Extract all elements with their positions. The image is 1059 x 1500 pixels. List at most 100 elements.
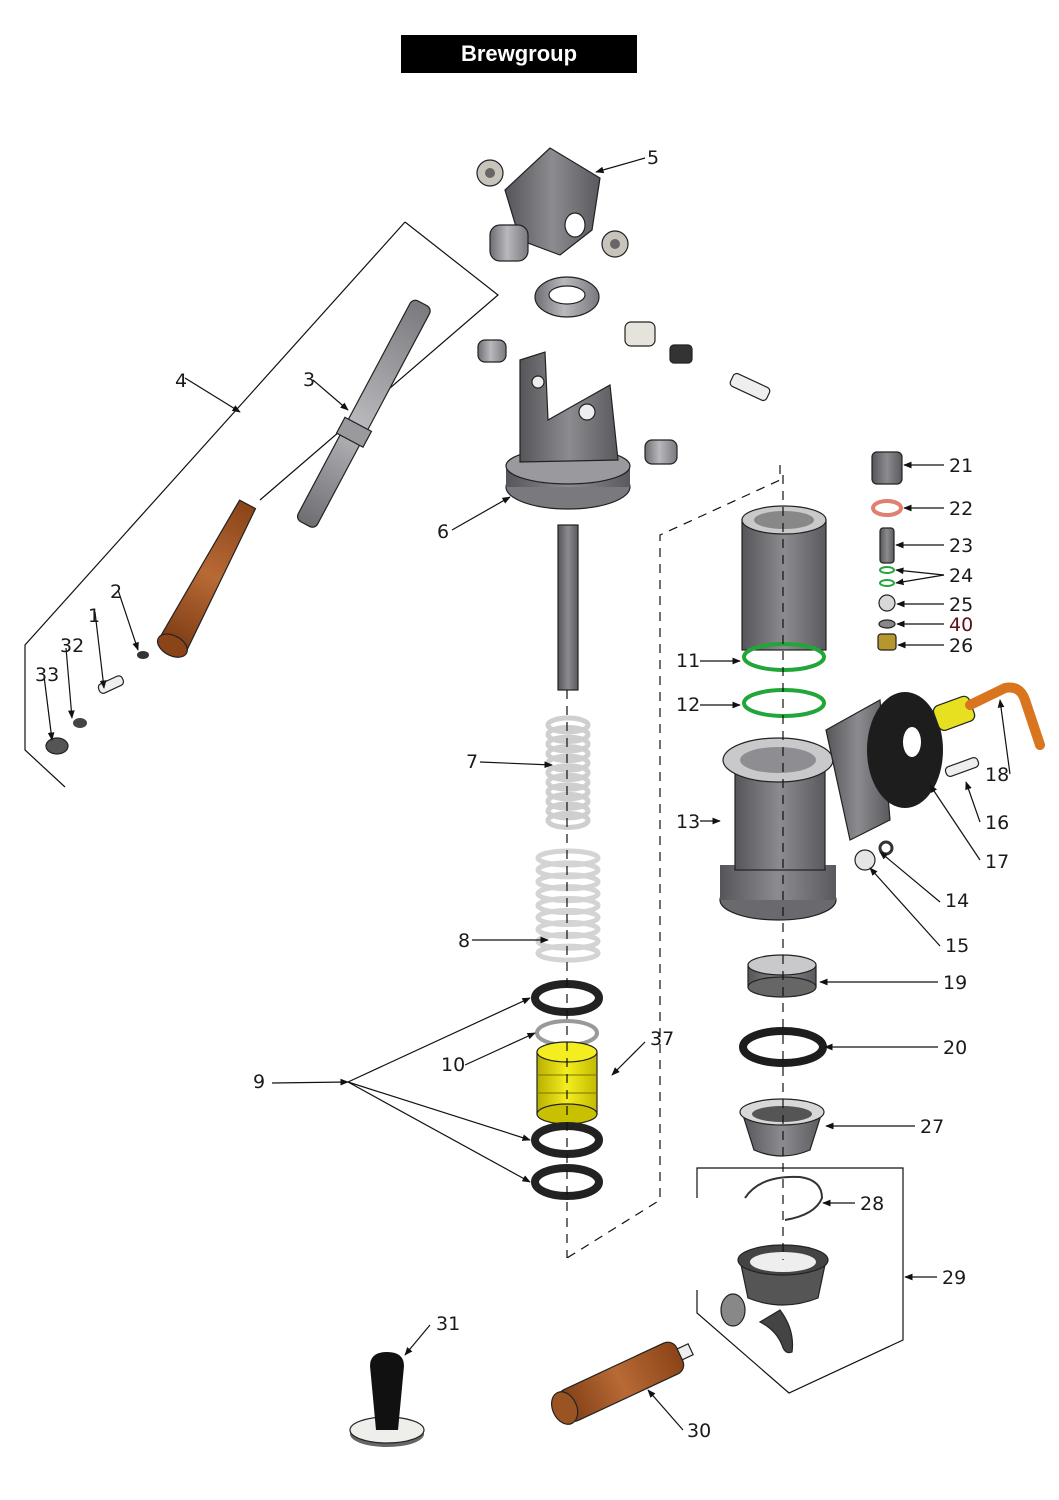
callout-7: 7 xyxy=(466,751,478,773)
leader-line xyxy=(347,1081,531,1183)
callout-10: 10 xyxy=(441,1054,465,1076)
end-cap-33 xyxy=(45,737,69,755)
valve-o-ring-2 xyxy=(879,579,895,587)
lever-handle xyxy=(156,499,257,658)
bolt-right xyxy=(644,439,678,465)
callout-37: 37 xyxy=(650,1028,674,1050)
leader-lines xyxy=(43,157,1011,1431)
spring-coil xyxy=(545,734,591,754)
valve-stem xyxy=(879,527,895,564)
callout-24: 24 xyxy=(949,565,973,587)
leader-line xyxy=(464,1032,536,1066)
group-cap xyxy=(505,351,631,510)
leader-line xyxy=(647,1389,684,1431)
shower-screen xyxy=(747,954,817,998)
spring-clip xyxy=(744,1175,824,1221)
valve-seat xyxy=(877,633,897,651)
callout-40: 40 xyxy=(949,614,973,636)
valve-ball xyxy=(878,594,896,612)
spring-coil xyxy=(545,810,591,830)
portafilter-handle xyxy=(551,1341,694,1425)
leader-line xyxy=(965,781,981,823)
callout-labels: 1 2 3 4 5 6 7 8 9 10 11 12 13 14 15 16 1… xyxy=(35,147,1009,1442)
callout-17: 17 xyxy=(985,851,1009,873)
callout-4: 4 xyxy=(175,370,187,392)
callout-33: 33 xyxy=(35,664,59,686)
leader-line xyxy=(997,699,1011,775)
callout-8: 8 xyxy=(458,930,470,952)
callout-29: 29 xyxy=(942,1267,966,1289)
leader-line xyxy=(895,574,945,586)
leader-line xyxy=(43,675,55,741)
filter-basket xyxy=(739,1098,825,1157)
spring-coil xyxy=(545,772,591,792)
callout-32: 32 xyxy=(60,635,84,657)
pivot-block xyxy=(476,147,629,262)
callout-31: 31 xyxy=(436,1313,460,1335)
callout-5: 5 xyxy=(647,147,659,169)
callout-30: 30 xyxy=(687,1420,711,1442)
callout-9: 9 xyxy=(253,1071,265,1093)
callout-27: 27 xyxy=(920,1116,944,1138)
pin-16 xyxy=(944,757,980,777)
valve-cap xyxy=(871,451,903,485)
pin-link xyxy=(729,372,771,402)
callout-20: 20 xyxy=(943,1037,967,1059)
callout-28: 28 xyxy=(860,1193,884,1215)
valve-washer-40 xyxy=(878,619,896,629)
callout-12: 12 xyxy=(676,694,700,716)
washer-14 xyxy=(878,840,894,856)
washer-2 xyxy=(137,651,149,659)
cap-nut-15 xyxy=(854,849,876,871)
copper-pipe xyxy=(965,682,1045,750)
portafilter xyxy=(720,1244,829,1354)
spring-coil xyxy=(545,791,591,811)
lever-rod xyxy=(296,299,431,528)
leader-line xyxy=(929,784,981,861)
bushing xyxy=(624,321,656,347)
leader-line xyxy=(184,377,241,413)
callout-3: 3 xyxy=(303,369,315,391)
spring-coil xyxy=(545,801,591,821)
leader-line xyxy=(94,611,107,689)
spring-coil xyxy=(545,763,591,783)
callout-19: 19 xyxy=(943,972,967,994)
leader-line xyxy=(347,997,531,1083)
seal-3 xyxy=(531,1164,603,1200)
leader-line xyxy=(347,1081,531,1141)
valve-o-ring-1 xyxy=(879,566,895,574)
callout-15: 15 xyxy=(945,935,969,957)
callout-1: 1 xyxy=(88,605,100,627)
callout-26: 26 xyxy=(949,635,973,657)
tamper xyxy=(349,1352,425,1447)
callout-21: 21 xyxy=(949,455,973,477)
callout-25: 25 xyxy=(949,594,973,616)
o-ring-11 xyxy=(742,642,826,672)
leader-line xyxy=(404,1324,431,1356)
callout-14: 14 xyxy=(945,890,969,912)
leader-line xyxy=(65,647,75,719)
outer-spring xyxy=(535,848,601,963)
callout-16: 16 xyxy=(985,812,1009,834)
leader-line xyxy=(451,496,511,531)
spring-coil xyxy=(545,744,591,764)
leader-line xyxy=(117,589,139,651)
copper-washer xyxy=(871,499,903,517)
spring-coil xyxy=(545,715,591,735)
bolt-left xyxy=(477,339,507,363)
leader-line xyxy=(595,157,646,174)
o-ring-12 xyxy=(742,688,826,718)
pin-1 xyxy=(97,675,125,694)
spring-coil xyxy=(545,782,591,802)
callout-13: 13 xyxy=(676,811,700,833)
callout-2: 2 xyxy=(110,581,122,603)
callout-22: 22 xyxy=(949,498,973,520)
leader-line xyxy=(312,379,349,411)
diagram-title: Brewgroup xyxy=(401,35,637,73)
callout-18: 18 xyxy=(985,764,1009,786)
piston-rod xyxy=(557,524,579,691)
needle-bearing xyxy=(669,344,693,364)
leader-line xyxy=(869,867,941,947)
leader-line xyxy=(271,1078,349,1086)
